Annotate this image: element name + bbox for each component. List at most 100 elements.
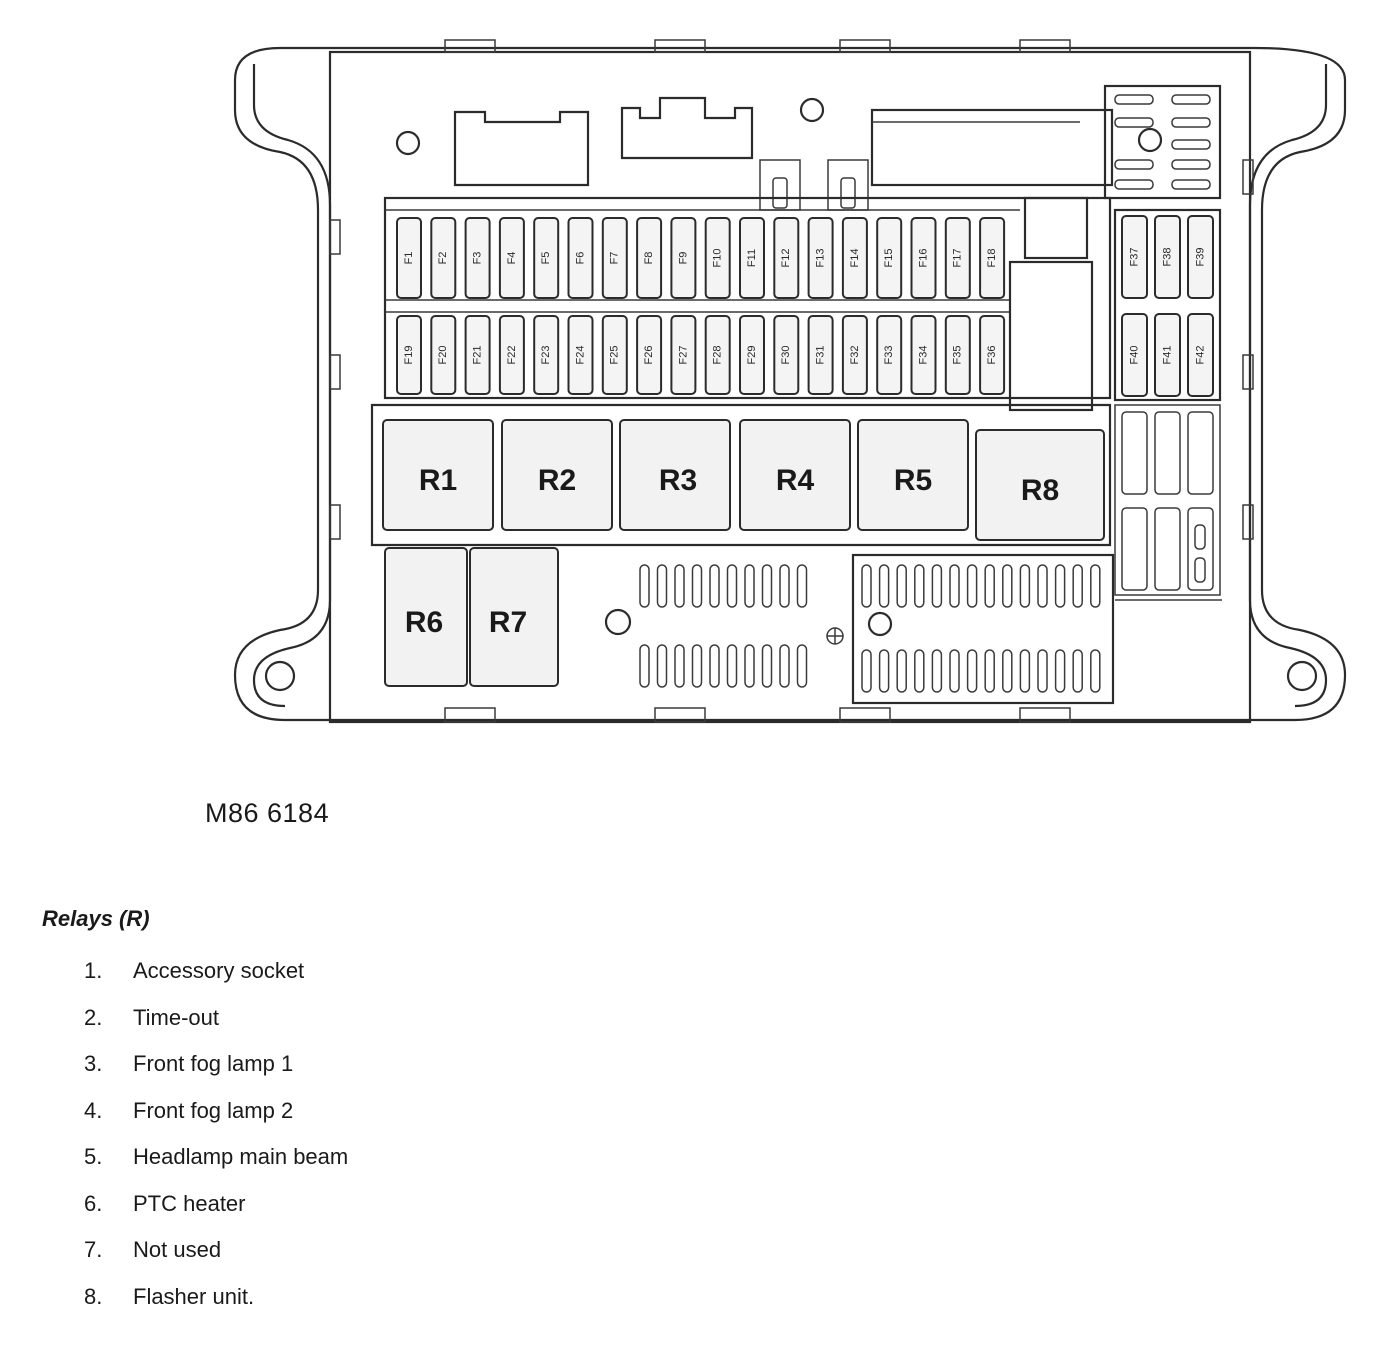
fuse-f32: F32 (841, 315, 868, 395)
connector-pin (709, 564, 720, 608)
connector-pin (984, 564, 995, 608)
fuse-f21: F21 (464, 315, 491, 395)
connector-pin (896, 649, 907, 693)
fuse-f29: F29 (739, 315, 765, 395)
connector-pin (1019, 649, 1031, 693)
pin-connector-right (851, 553, 1115, 705)
connector-pin (1002, 564, 1013, 608)
fuse-f23: F23 (533, 315, 560, 395)
legend-item: 2.Time-out (84, 995, 348, 1042)
connector-pin (674, 644, 685, 688)
fuse-f20: F20 (430, 315, 457, 395)
relay-label: R2 (538, 464, 576, 497)
fuse-f35: F35 (944, 315, 971, 395)
fuse-label: F24 (574, 346, 586, 365)
legend-item-label: Front fog lamp 1 (133, 1051, 294, 1076)
connector-pin (1002, 649, 1013, 693)
connector-pin (914, 649, 925, 693)
fuse-f10: F10 (704, 217, 731, 299)
fuse-f2: F2 (430, 217, 457, 299)
connector-pin (1090, 564, 1101, 608)
connector-pin (639, 644, 650, 688)
legend-item: 6. PTC heater (84, 1181, 348, 1228)
relay-r4: R4 (739, 419, 851, 531)
fuse-label: F20 (437, 346, 449, 365)
connector-pin (691, 644, 703, 688)
fuse-label: F27 (677, 346, 689, 365)
fuse-label: F29 (746, 346, 758, 365)
relay-label: R7 (489, 606, 527, 639)
fuse-f31: F31 (807, 315, 834, 395)
fuse-f7: F7 (601, 217, 628, 299)
fuse-f38: F38 (1154, 215, 1181, 299)
legend-item: 1.Accessory socket (84, 948, 348, 995)
legend-item-label: PTC heater (133, 1190, 246, 1216)
relay-r2: R2 (501, 419, 613, 531)
fuse-f22: F22 (498, 315, 525, 395)
legend-item-label: Time-out (133, 1004, 219, 1030)
fuse-f16: F16 (910, 217, 937, 299)
connector-pin (761, 644, 773, 688)
fuse-f39: F39 (1187, 215, 1214, 299)
connector-pin (744, 564, 755, 608)
connector-pin (779, 564, 790, 608)
fuse-f6: F6 (567, 217, 594, 299)
connector-pin (878, 649, 890, 693)
fuse-f12: F12 (773, 217, 800, 299)
fuse-label: F12 (780, 249, 792, 268)
connector-pin (674, 564, 685, 608)
connector-top-left (453, 110, 590, 187)
relay-r3: R3 (619, 419, 731, 531)
connector-pin (1072, 649, 1083, 693)
fuse-f8: F8 (636, 217, 663, 299)
legend-item-number: 6. (84, 1190, 103, 1216)
edge-clips (329, 39, 1254, 723)
fuse-f3: F3 (464, 217, 491, 299)
legend-item-number: 1. (84, 958, 103, 983)
fuse-f40: F40 (1121, 313, 1148, 397)
connector-top-middle (620, 96, 754, 160)
fuse-f25: F25 (601, 315, 628, 395)
legend-item-number: 3. (84, 1051, 103, 1076)
fuse-block-tall (1008, 260, 1094, 412)
legend-item-label: Not used (133, 1237, 222, 1262)
relay-label: R3 (659, 464, 697, 497)
connector-pin (931, 564, 943, 608)
connector-pin (966, 649, 978, 693)
connector-pin (709, 644, 720, 688)
fuse-label: F22 (506, 346, 518, 365)
connector-pin (1037, 649, 1048, 693)
fuse-label: F32 (849, 346, 861, 365)
connector-pin (861, 649, 872, 693)
fuse-label: F31 (815, 346, 827, 365)
legend-item-number: 4. (84, 1097, 103, 1123)
housing-outline-inner (252, 64, 332, 708)
fuse-label: F13 (815, 249, 827, 268)
fuse-label: F10 (712, 249, 724, 268)
fuse-label: F17 (952, 249, 964, 268)
fuse-f41: F41 (1154, 313, 1181, 397)
right-fuse-lower (1114, 404, 1222, 601)
fuse-label: F7 (609, 252, 621, 265)
housing-outline (233, 46, 1347, 722)
fuse-f37: F37 (1121, 215, 1148, 299)
relay-label: R4 (776, 464, 815, 497)
fuse-f24: F24 (567, 315, 594, 395)
top-tabs (759, 159, 869, 211)
connector-pin (796, 644, 808, 688)
relay-label: R5 (894, 464, 932, 497)
connector-pin (1072, 564, 1083, 608)
fuse-label: F36 (986, 346, 998, 365)
fuse-label: F4 (506, 252, 518, 265)
fuse-f5: F5 (533, 217, 560, 299)
fuse-f14: F14 (841, 217, 868, 299)
fuse-label: F42 (1194, 346, 1206, 365)
connector-pin (931, 649, 943, 693)
fuse-label: F15 (883, 249, 895, 268)
legend-item-label: Flasher unit. (133, 1283, 255, 1309)
fuse-label: F16 (917, 249, 929, 268)
